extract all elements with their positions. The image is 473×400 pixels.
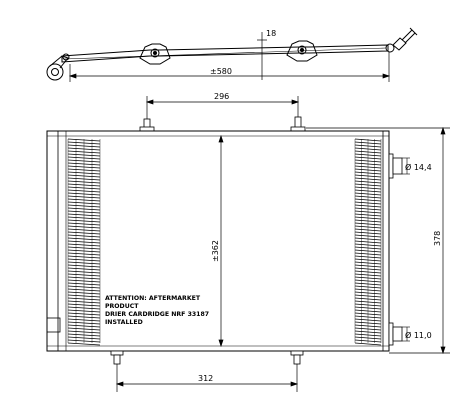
offset-dimension-label: 18 — [266, 29, 276, 38]
top-spacing-dimension-label: 296 — [214, 92, 229, 101]
overall-height-arrow-top — [440, 126, 446, 135]
bottom-spacing-arrow-left — [115, 381, 124, 387]
pipe-bottom-flange — [388, 322, 394, 346]
bottom-stud-left — [113, 354, 121, 365]
top-spacing-arrow-left — [145, 99, 154, 105]
fin-line-left — [67, 342, 101, 346]
pipe-connectors — [388, 153, 410, 346]
bottom-spacing-dimension — [115, 364, 299, 392]
left-bracket-ring — [46, 63, 64, 81]
left-bracket-pin — [62, 53, 70, 61]
core-frame — [46, 130, 390, 352]
top-stud-right — [294, 116, 302, 129]
length-dimension-label: ±580 — [210, 67, 232, 76]
overall-height-arrow-bottom — [440, 346, 446, 355]
bottom-spacing-arrow-right — [290, 381, 299, 387]
top-studs — [139, 116, 306, 132]
top-view-dimensions — [68, 32, 391, 82]
pipe-top-body — [392, 157, 403, 175]
right-mount-hole — [297, 45, 307, 55]
pipe-bottom-diameter-label: Ø 11,0 — [405, 330, 432, 340]
left-bracket-hole — [51, 68, 59, 76]
core-height-arrow-top — [218, 134, 224, 143]
left-mount-hole-inner — [153, 51, 157, 55]
mounting-bar-centerline — [63, 47, 387, 60]
pipe-bottom-body — [392, 326, 403, 342]
right-end-pin — [385, 43, 395, 53]
bottom-studs — [110, 350, 304, 365]
core-height-dimension — [218, 134, 224, 348]
fin-line-right — [354, 342, 382, 346]
note-line-4: INSTALLED — [105, 319, 143, 326]
length-arrow-right — [382, 73, 391, 79]
left-mount-block — [139, 43, 171, 65]
top-spacing-arrow-right — [291, 99, 300, 105]
right-end-pipe — [401, 27, 418, 44]
top-stud-right-base — [290, 126, 306, 132]
right-end-connector — [392, 37, 407, 51]
top-stud-left-base — [139, 126, 155, 132]
fins-left-block — [67, 138, 101, 346]
note-line-2: PRODUCT — [105, 303, 139, 310]
left-bracket-arm — [49, 55, 69, 69]
note-line-3: DRIER CARDRIDGE NRF 33187 — [105, 311, 209, 318]
attention-note: ATTENTION: AFTERMARKET PRODUCT DRIER CAR… — [105, 295, 209, 326]
length-arrow-left — [68, 73, 77, 79]
top-view — [46, 27, 418, 81]
pipe-top-diameter-label: Ø 14,4 — [405, 162, 432, 172]
bottom-stud-right-base — [290, 350, 304, 356]
overall-height-dimension — [306, 126, 450, 355]
right-mount-hole-inner — [300, 48, 304, 52]
fins-right-block — [354, 138, 382, 346]
bottom-stud-left-base — [110, 350, 124, 356]
core-height-arrow-bottom — [218, 339, 224, 348]
note-line-1: ATTENTION: AFTERMARKET — [105, 295, 201, 302]
condenser-core — [46, 130, 390, 352]
front-top-dimension — [145, 96, 300, 120]
bottom-stud-right — [293, 354, 301, 365]
left-mount-hole — [150, 48, 160, 58]
drier-cartridge — [46, 317, 61, 333]
bottom-spacing-dimension-label: 312 — [198, 374, 213, 383]
core-height-dimension-label: ±362 — [211, 240, 220, 262]
right-mount-block — [286, 40, 318, 62]
pipe-top-flange — [388, 153, 394, 179]
overall-height-dimension-label: 378 — [433, 231, 442, 246]
